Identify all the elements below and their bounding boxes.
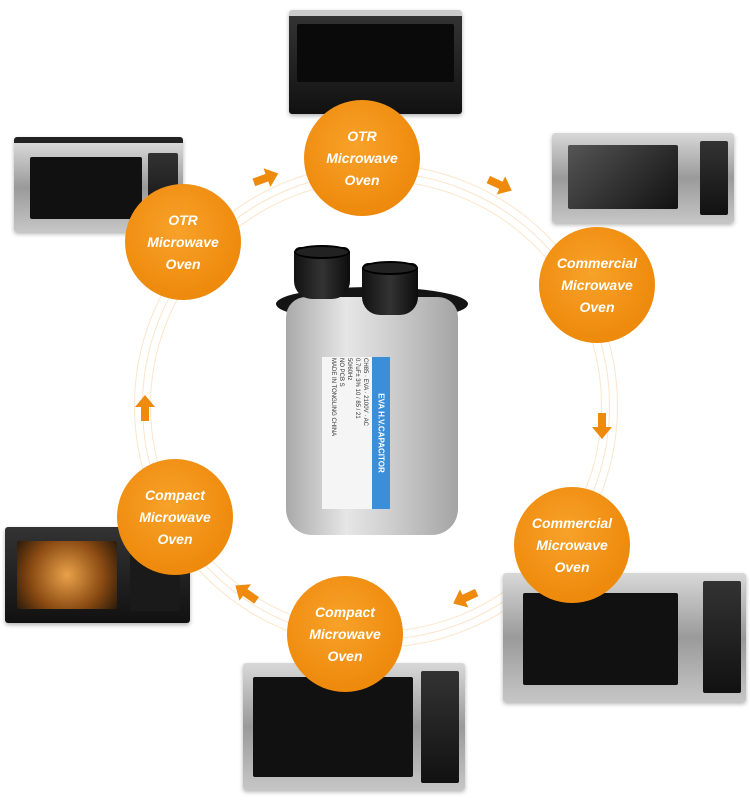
commercial-microwave-image-top (552, 133, 734, 223)
capacitor-label: EVA H.V.CAPACITOR CH85 · EVA · 2100V · A… (322, 357, 390, 509)
arrow-left-icon (235, 584, 259, 604)
node-label: Commercial (556, 255, 638, 271)
node-label: Microwave (309, 626, 381, 642)
node-label: OTR (347, 128, 377, 144)
hv-capacitor-image: EVA H.V.CAPACITOR CH85 · EVA · 2100V · A… (276, 245, 468, 537)
node-label: Commercial (531, 515, 613, 531)
arrow-left-icon (453, 588, 479, 608)
node-label: OTR (168, 212, 198, 228)
spec-line: CH85 · EVA · 2100V · AC (362, 358, 369, 426)
node-label: Oven (554, 559, 590, 575)
capacitor-title: H.V.CAPACITOR (376, 411, 386, 473)
spec-line: NO PCB S (338, 358, 345, 387)
node-label: Oven (165, 256, 201, 272)
arrow-up-icon (135, 395, 155, 421)
node-label: Compact (145, 487, 205, 503)
node-label: Microwave (326, 150, 398, 166)
node-label: Compact (315, 604, 375, 620)
arrow-down-icon (592, 413, 612, 439)
node-label: Oven (579, 299, 615, 315)
node-label: Oven (344, 172, 380, 188)
compact-microwave-image-bottom (243, 663, 465, 790)
node-label: Oven (157, 531, 193, 547)
spec-line: 0.7uF± 3% 10 / 85 / 21 (354, 358, 361, 419)
spec-line: MADE IN TONGLING CHINA (330, 358, 337, 437)
capacitor-brand: EVA (376, 393, 386, 409)
node-label: Microwave (561, 277, 633, 293)
arrow-right-icon (252, 168, 279, 188)
otr-microwave-image-top (289, 10, 462, 114)
node-label: Microwave (139, 509, 211, 525)
node-label: Microwave (536, 537, 608, 553)
node-label: Microwave (147, 234, 219, 250)
spec-line: 50/60Hz (346, 358, 353, 381)
node-label: Oven (327, 648, 363, 664)
arrow-right-icon (486, 175, 512, 195)
